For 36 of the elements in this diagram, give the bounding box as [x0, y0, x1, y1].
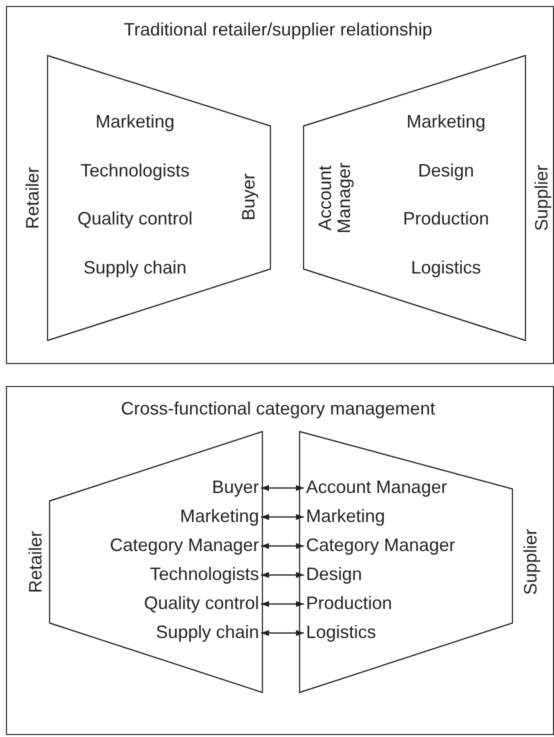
double-arrow [261, 630, 304, 636]
function-label: Category Manager [306, 536, 456, 556]
panel-title: Cross-functional category management [120, 400, 436, 418]
panel-title: Traditional retailer/supplier relationship [124, 20, 432, 40]
function-label: Marketing [95, 112, 175, 132]
double-arrow [261, 485, 304, 491]
function-label: Technologists [150, 565, 259, 585]
side-label: Supplier [532, 164, 552, 232]
side-label: Supplier [522, 528, 540, 596]
function-label: Production [306, 594, 392, 614]
function-label: Technologists [80, 162, 190, 180]
function-label: Marketing [180, 507, 259, 527]
double-arrow [261, 572, 304, 578]
function-label: Logistics [410, 258, 482, 278]
role-label: Buyer [240, 173, 258, 221]
diagram-panel [6, 6, 554, 364]
double-arrow [261, 543, 304, 549]
double-arrow [261, 601, 304, 607]
function-label: Logistics [306, 623, 376, 643]
side-label: Retailer [24, 166, 42, 230]
function-label: Category Manager [110, 536, 259, 556]
function-label: Design [418, 162, 474, 180]
function-label: Quality control [77, 210, 193, 228]
side-label: Retailer [26, 530, 46, 594]
function-label: Account Manager [306, 478, 448, 498]
function-label: Marketing [306, 507, 386, 527]
diagram-panel [6, 386, 554, 735]
function-label: Design [306, 565, 362, 585]
function-label: Marketing [406, 112, 486, 132]
double-arrow [261, 514, 304, 520]
role-label: Account Manager [316, 161, 354, 236]
function-label: Buyer [212, 478, 259, 498]
function-label: Production [402, 210, 490, 228]
function-label: Supply chain [156, 623, 259, 643]
function-label: Quality control [144, 594, 259, 614]
function-label: Supply chain [83, 258, 187, 278]
